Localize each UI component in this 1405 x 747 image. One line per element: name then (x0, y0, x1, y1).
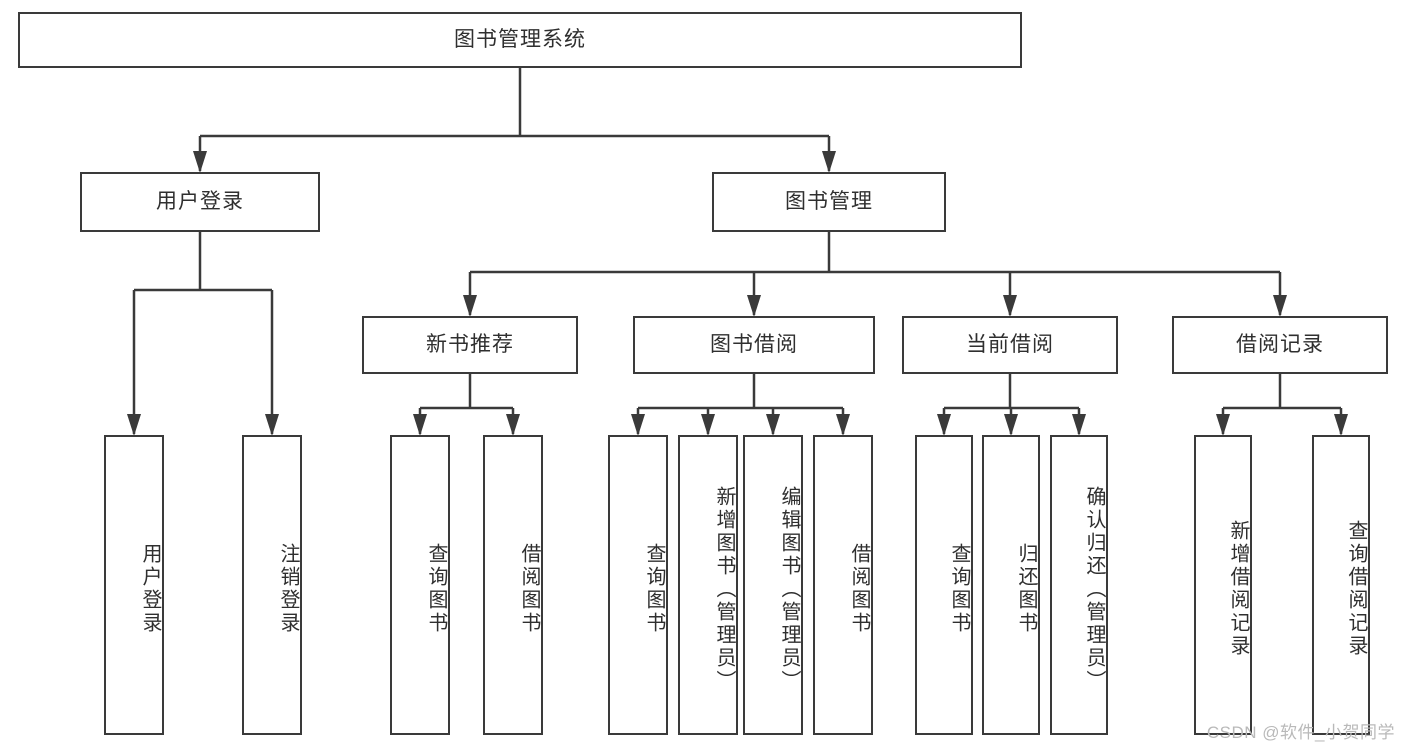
level1-node-label: 用户登录 (156, 190, 244, 214)
leaf-node-label: 借阅图书 (848, 543, 870, 635)
arrowhead-icon (937, 414, 951, 436)
level2-node[interactable]: 当前借阅 (902, 316, 1118, 374)
leaf-node[interactable]: 新增图书（管理员） (678, 435, 738, 735)
leaf-node-label: 归还图书 (1015, 543, 1037, 635)
leaf-node[interactable]: 用户登录 (104, 435, 164, 735)
arrowhead-icon (822, 151, 836, 173)
arrowhead-icon (766, 414, 780, 436)
leaf-node-label: 注销登录 (277, 543, 299, 635)
leaf-node[interactable]: 借阅图书 (483, 435, 543, 735)
arrowhead-icon (836, 414, 850, 436)
level1-node[interactable]: 用户登录 (80, 172, 320, 232)
level2-node[interactable]: 借阅记录 (1172, 316, 1388, 374)
arrowhead-icon (1072, 414, 1086, 436)
arrowhead-icon (1273, 295, 1287, 317)
leaf-node[interactable]: 新增借阅记录 (1194, 435, 1252, 735)
leaf-node-label: 查询图书 (425, 543, 447, 635)
arrowhead-icon (265, 414, 279, 436)
level2-node-label: 图书借阅 (710, 333, 798, 357)
leaf-node[interactable]: 查询图书 (608, 435, 668, 735)
arrowhead-icon (1004, 414, 1018, 436)
leaf-node[interactable]: 查询图书 (390, 435, 450, 735)
leaf-node-label: 编辑图书（管理员） (778, 485, 800, 693)
level2-node[interactable]: 图书借阅 (633, 316, 875, 374)
leaf-node-label: 借阅图书 (518, 543, 540, 635)
leaf-node-label: 查询图书 (643, 543, 665, 635)
leaf-node[interactable]: 查询借阅记录 (1312, 435, 1370, 735)
level1-node[interactable]: 图书管理 (712, 172, 946, 232)
leaf-node[interactable]: 注销登录 (242, 435, 302, 735)
arrowhead-icon (463, 295, 477, 317)
leaf-node[interactable]: 编辑图书（管理员） (743, 435, 803, 735)
leaf-node-label: 查询借阅记录 (1345, 520, 1367, 658)
arrowhead-icon (1003, 295, 1017, 317)
arrowhead-icon (193, 151, 207, 173)
arrowhead-icon (747, 295, 761, 317)
leaf-node[interactable]: 归还图书 (982, 435, 1040, 735)
leaf-node-label: 新增借阅记录 (1227, 520, 1249, 658)
level1-node-label: 图书管理 (785, 190, 873, 214)
leaf-node[interactable]: 查询图书 (915, 435, 973, 735)
leaf-node-label: 确认归还（管理员） (1083, 485, 1105, 693)
arrowhead-icon (631, 414, 645, 436)
level2-node-label: 借阅记录 (1236, 333, 1324, 357)
arrowhead-icon (701, 414, 715, 436)
root-node-label: 图书管理系统 (454, 28, 586, 52)
leaf-node-label: 用户登录 (139, 543, 161, 635)
arrowhead-icon (1216, 414, 1230, 436)
leaf-node-label: 新增图书（管理员） (713, 485, 735, 693)
level2-node-label: 新书推荐 (426, 333, 514, 357)
arrowhead-icon (506, 414, 520, 436)
leaf-node-label: 查询图书 (948, 543, 970, 635)
leaf-node[interactable]: 确认归还（管理员） (1050, 435, 1108, 735)
arrowhead-icon (413, 414, 427, 436)
watermark-text: CSDN @软件_小贺同学 (1206, 723, 1395, 742)
arrowhead-icon (1334, 414, 1348, 436)
root-node[interactable]: 图书管理系统 (18, 12, 1022, 68)
leaf-node[interactable]: 借阅图书 (813, 435, 873, 735)
level2-node[interactable]: 新书推荐 (362, 316, 578, 374)
level2-node-label: 当前借阅 (966, 333, 1054, 357)
arrowhead-icon (127, 414, 141, 436)
